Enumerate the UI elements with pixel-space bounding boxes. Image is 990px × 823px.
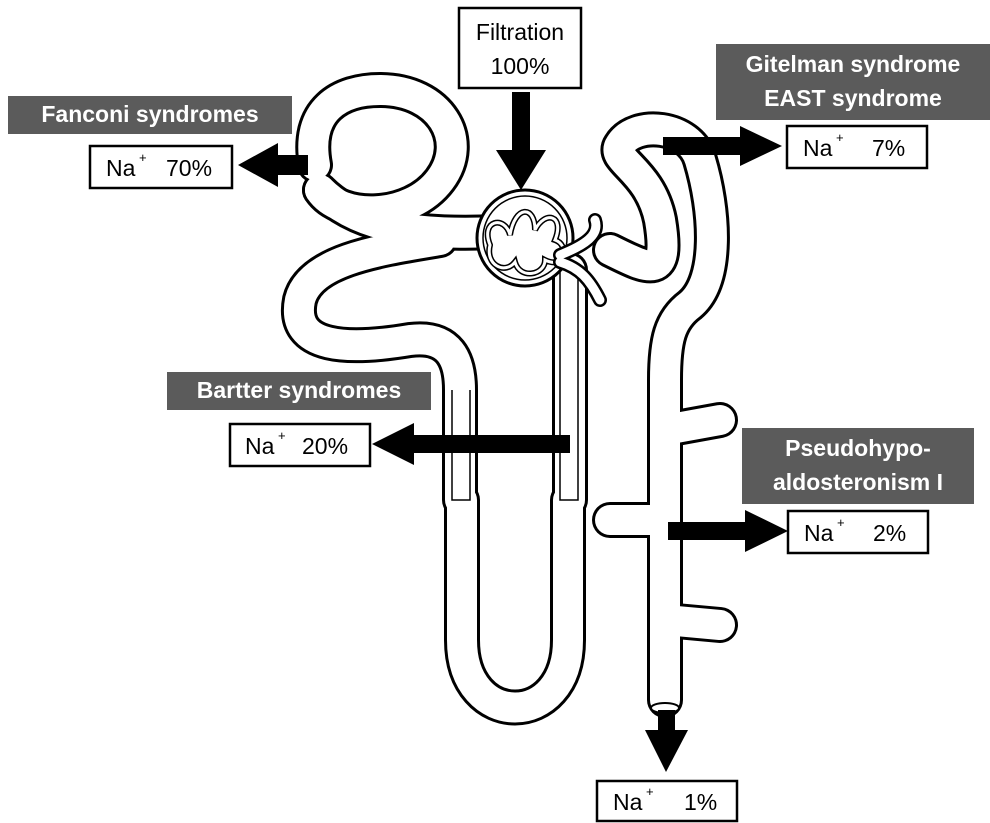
na-ion-label: Na: [804, 520, 834, 546]
na-charge: +: [139, 150, 147, 165]
label-bartter: Bartter syndromes: [167, 372, 431, 410]
na-box-collecting: Na + 2%: [788, 511, 928, 553]
na-ion-label: Na: [613, 789, 643, 815]
na-charge: +: [836, 130, 844, 145]
na-charge: +: [646, 784, 654, 799]
na-box-proximal: Na + 70%: [90, 146, 232, 188]
gitelman-text: Gitelman syndrome: [746, 51, 961, 77]
na-urine-value: 1%: [684, 789, 717, 815]
fanconi-text: Fanconi syndromes: [41, 101, 258, 127]
filtration-label: Filtration: [476, 19, 564, 45]
filtration-box: Filtration 100%: [459, 8, 581, 88]
na-collecting-value: 2%: [873, 520, 906, 546]
na-box-distal: Na + 7%: [787, 126, 927, 168]
na-box-loop: Na + 20%: [230, 424, 370, 466]
label-fanconi: Fanconi syndromes: [8, 96, 292, 134]
glomerulus: [477, 190, 600, 300]
filtration-value: 100%: [491, 53, 550, 79]
svg-text:Na: Na: [106, 155, 136, 181]
na-box-urine: Na + 1%: [597, 781, 737, 821]
arrow-collecting-reabsorption: [668, 510, 788, 552]
svg-text:Na: Na: [245, 433, 275, 459]
label-pseudohypoaldosteronism: Pseudohypo- aldosteronism I: [742, 428, 974, 504]
label-gitelman-east: Gitelman syndrome EAST syndrome: [716, 44, 990, 120]
svg-text:Na: Na: [804, 520, 834, 546]
east-text: EAST syndrome: [764, 85, 942, 111]
svg-text:Na: Na: [803, 135, 833, 161]
na-distal-value: 7%: [872, 135, 905, 161]
svg-text:Na: Na: [613, 789, 643, 815]
na-proximal-value: 70%: [166, 155, 212, 181]
na-ion-label: Na: [803, 135, 833, 161]
arrow-urine-excretion: [645, 710, 688, 772]
na-charge: +: [278, 428, 286, 443]
na-ion-label: Na: [245, 433, 275, 459]
na-ion-label: Na: [106, 155, 136, 181]
na-charge: +: [837, 515, 845, 530]
pha-text-line2: aldosteronism I: [773, 469, 943, 495]
arrow-filtration: [496, 92, 546, 190]
bartter-text: Bartter syndromes: [197, 377, 402, 403]
pha-text-line1: Pseudohypo-: [785, 435, 931, 461]
na-loop-value: 20%: [302, 433, 348, 459]
